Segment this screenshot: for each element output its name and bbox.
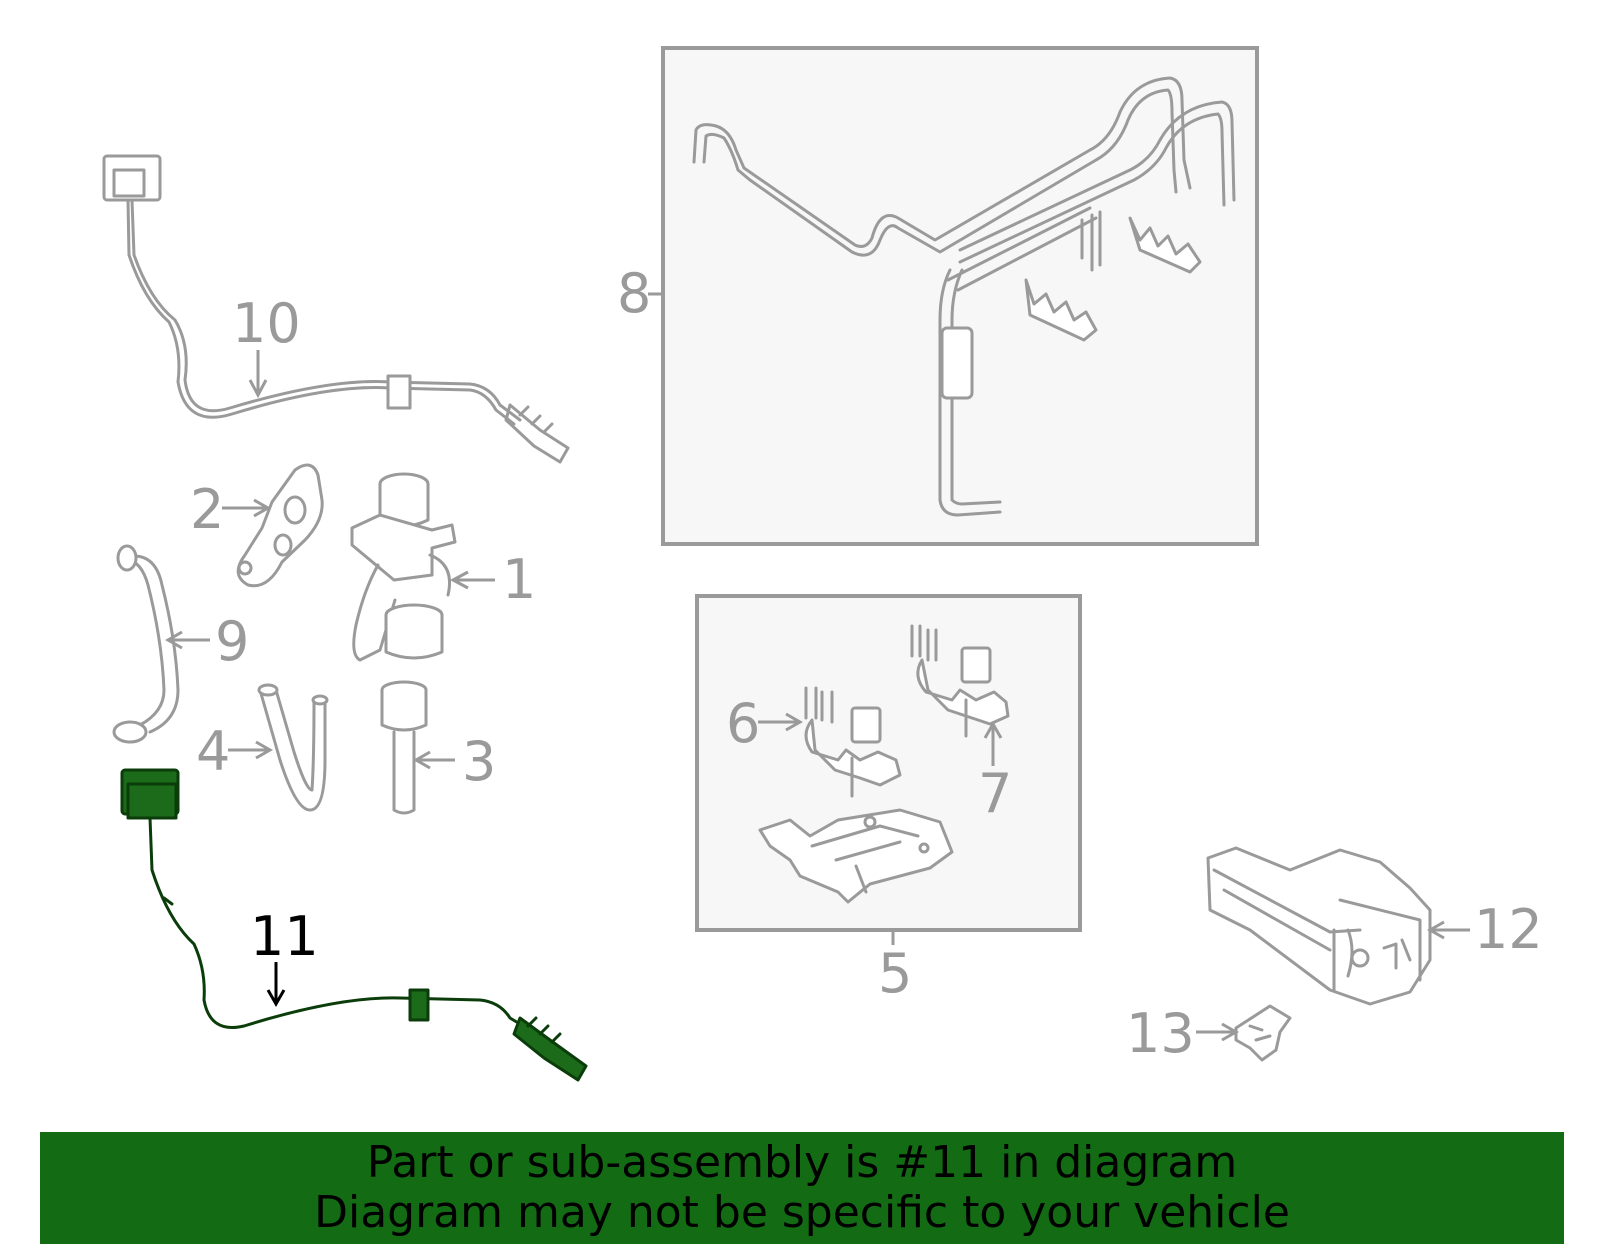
part-1-egr-valve[interactable] [350,472,457,662]
arrow-9 [164,630,210,650]
arrow-10 [248,350,268,399]
part-3-tube[interactable] [380,680,428,815]
arrow-13 [1196,1022,1240,1042]
part-11-oxygen-sensor-highlighted[interactable] [120,768,588,1082]
part-10-oxygen-sensor[interactable] [102,154,570,464]
arrow-3 [412,750,455,770]
callout-4[interactable]: 4 [196,720,230,783]
callout-7[interactable]: 7 [978,762,1012,825]
arrow-12 [1426,920,1470,940]
part-8-vapor-lines[interactable] [692,76,1236,517]
part-12-canister[interactable] [1206,846,1432,1006]
part-7-solenoid[interactable] [910,624,1010,738]
arrow-6 [758,712,804,732]
part-4-pipe[interactable] [257,683,329,812]
callout-3[interactable]: 3 [462,730,496,793]
callout-6[interactable]: 6 [726,692,760,755]
callout-12[interactable]: 12 [1474,898,1543,961]
panel-part-8 [661,46,1259,546]
part-2-gasket[interactable] [236,463,324,588]
callout-10[interactable]: 10 [232,292,301,355]
callout-5[interactable]: 5 [878,942,912,1005]
banner-line-2: Diagram may not be specific to your vehi… [314,1187,1290,1238]
part-9-hose[interactable] [112,544,180,744]
arrow-7 [983,720,1003,766]
part-13-clip[interactable] [1234,1004,1292,1062]
part-5-bracket[interactable] [758,808,954,904]
info-banner: Part or sub-assembly is #11 in diagram D… [40,1132,1564,1244]
callout-8[interactable]: 8 [617,262,651,325]
callout-13[interactable]: 13 [1126,1002,1195,1065]
callout-11[interactable]: 11 [250,905,319,968]
arrow-2 [222,498,272,518]
callout-2[interactable]: 2 [190,478,224,541]
arrow-11 [266,962,286,1008]
callout-9[interactable]: 9 [215,610,249,673]
arrow-1 [449,570,495,590]
banner-line-1: Part or sub-assembly is #11 in diagram [366,1137,1238,1188]
arrow-4 [228,740,274,760]
part-6-solenoid[interactable] [804,686,902,798]
callout-1[interactable]: 1 [502,548,536,611]
